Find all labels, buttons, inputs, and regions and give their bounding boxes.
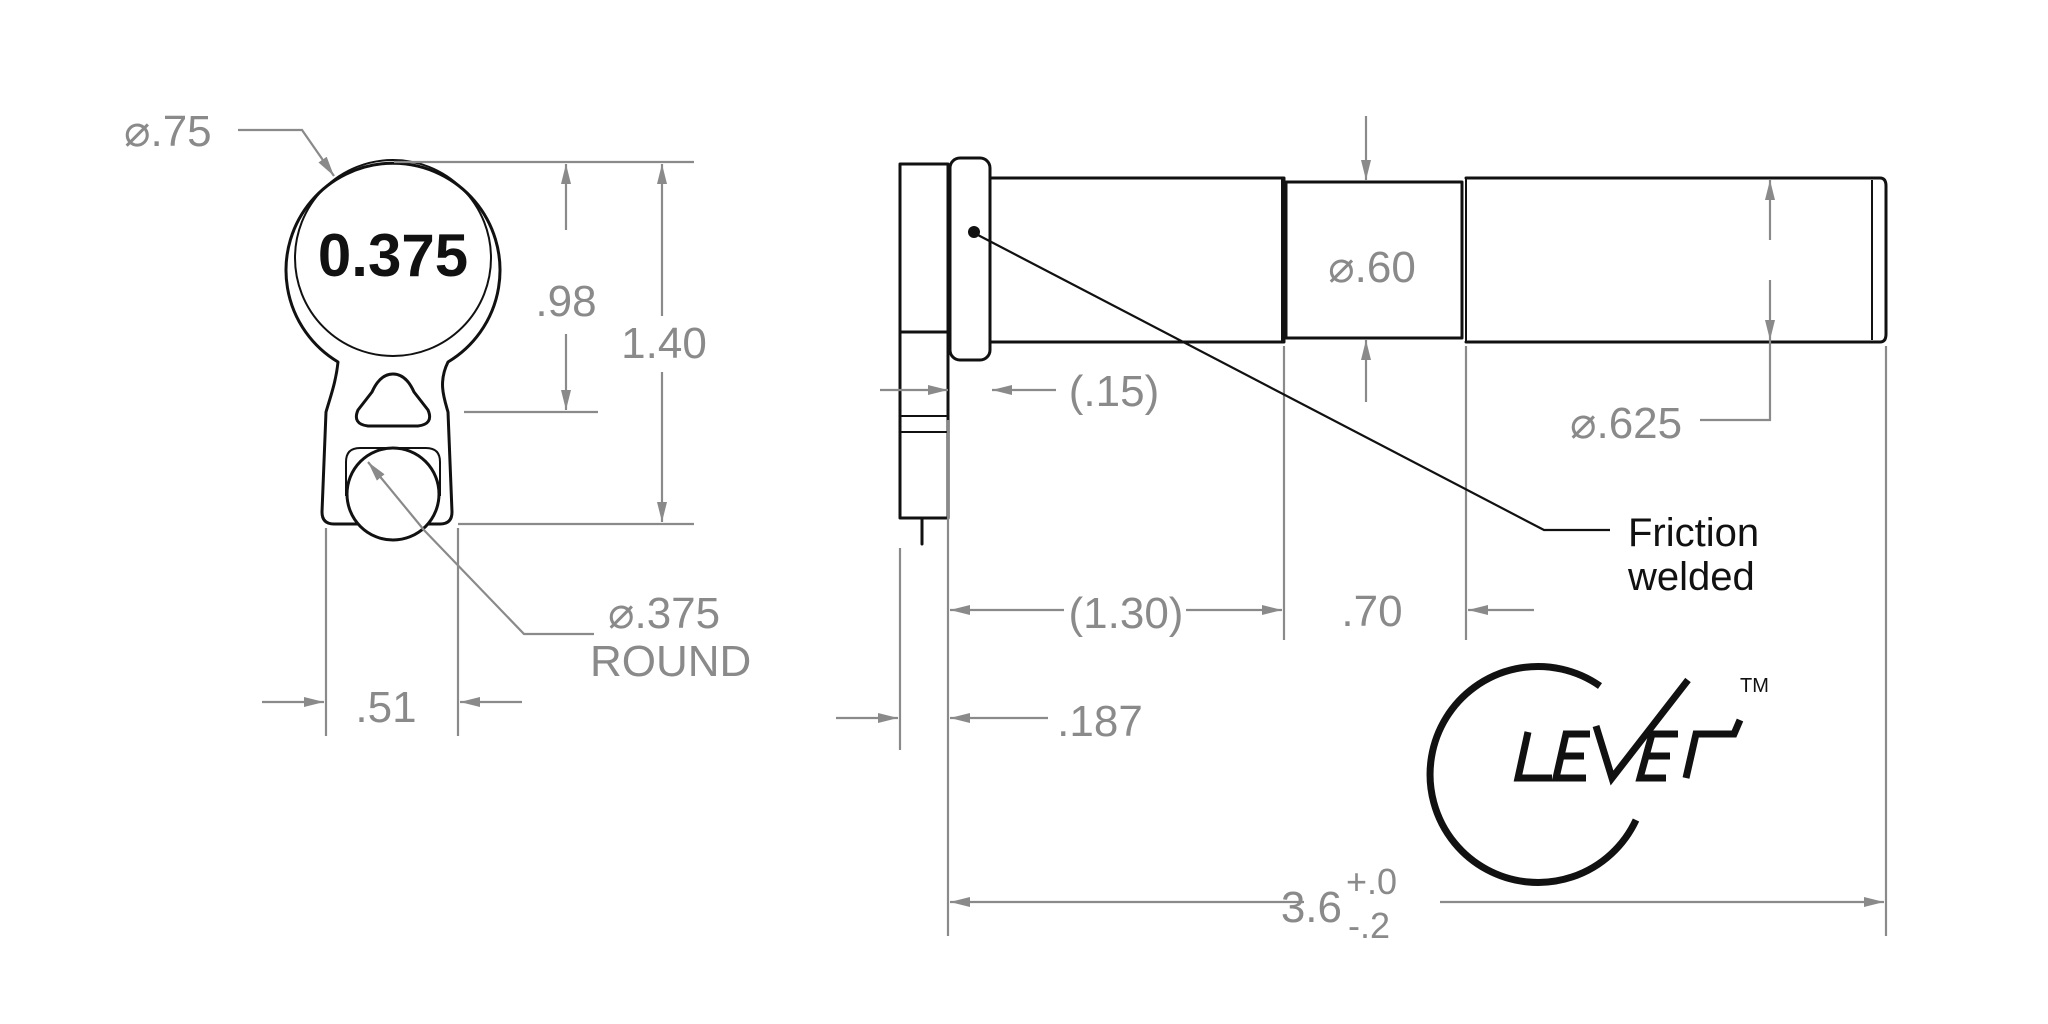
round-diameter-label: ⌀.375 xyxy=(608,589,720,638)
logo-letter-e2 xyxy=(1635,730,1678,782)
tolerance-plus: +.0 xyxy=(1346,861,1397,902)
plate-top xyxy=(898,162,950,334)
weld-note-line1: Friction xyxy=(1628,511,1759,555)
collar-offset-label: (.15) xyxy=(1069,367,1159,416)
diameter-label: ⌀.75 xyxy=(124,107,212,156)
shaft-section-3 xyxy=(1464,176,1888,344)
triangle-hole xyxy=(354,372,432,428)
side-view: ⌀.60 ⌀.625 (.15) (1.30) .70 .187 3.6 +.0 xyxy=(836,116,1888,946)
neck-length-label: .70 xyxy=(1341,587,1402,636)
weld-note-leader xyxy=(975,233,1610,532)
tolerance-minus: -.2 xyxy=(1348,905,1390,946)
length-first-label: (1.30) xyxy=(1069,589,1184,638)
weld-note-line2: welded xyxy=(1627,555,1755,599)
head-thickness-label: .187 xyxy=(1057,697,1143,746)
dia-small-label: ⌀.60 xyxy=(1328,243,1416,292)
overall-length-label: 3.6 xyxy=(1281,883,1342,932)
logo-letter-v xyxy=(1592,677,1691,786)
size-stamp: 0.375 xyxy=(318,222,468,289)
collar xyxy=(948,156,992,362)
logo-c-arc xyxy=(1426,663,1640,886)
clever-logo: TM xyxy=(1426,663,1769,886)
front-view: 0.375 ⌀.75 .98 1.40 .51 ⌀.375 ROUND xyxy=(124,107,751,736)
dia-shaft-leader xyxy=(1700,340,1772,422)
trademark-mark: TM xyxy=(1740,675,1769,697)
round-dim-diagonal xyxy=(367,461,425,531)
logo-letter-l xyxy=(1513,731,1552,782)
shaft-neck xyxy=(1284,180,1464,340)
round-label: ROUND xyxy=(590,637,751,686)
inner-height-label: .98 xyxy=(535,277,596,326)
width-label: .51 xyxy=(355,683,416,732)
diameter-leader xyxy=(238,128,335,177)
plate-bottom xyxy=(898,330,950,520)
outer-height-label: 1.40 xyxy=(621,319,707,368)
logo-letter-r xyxy=(1682,718,1744,779)
logo-letter-e1 xyxy=(1551,730,1590,782)
round-dim-leader xyxy=(421,527,594,636)
front-view-outline xyxy=(284,161,502,526)
head-inner-ring xyxy=(294,159,492,357)
dia-shaft-label: ⌀.625 xyxy=(1570,399,1682,448)
shaft-section-1 xyxy=(988,176,1286,344)
